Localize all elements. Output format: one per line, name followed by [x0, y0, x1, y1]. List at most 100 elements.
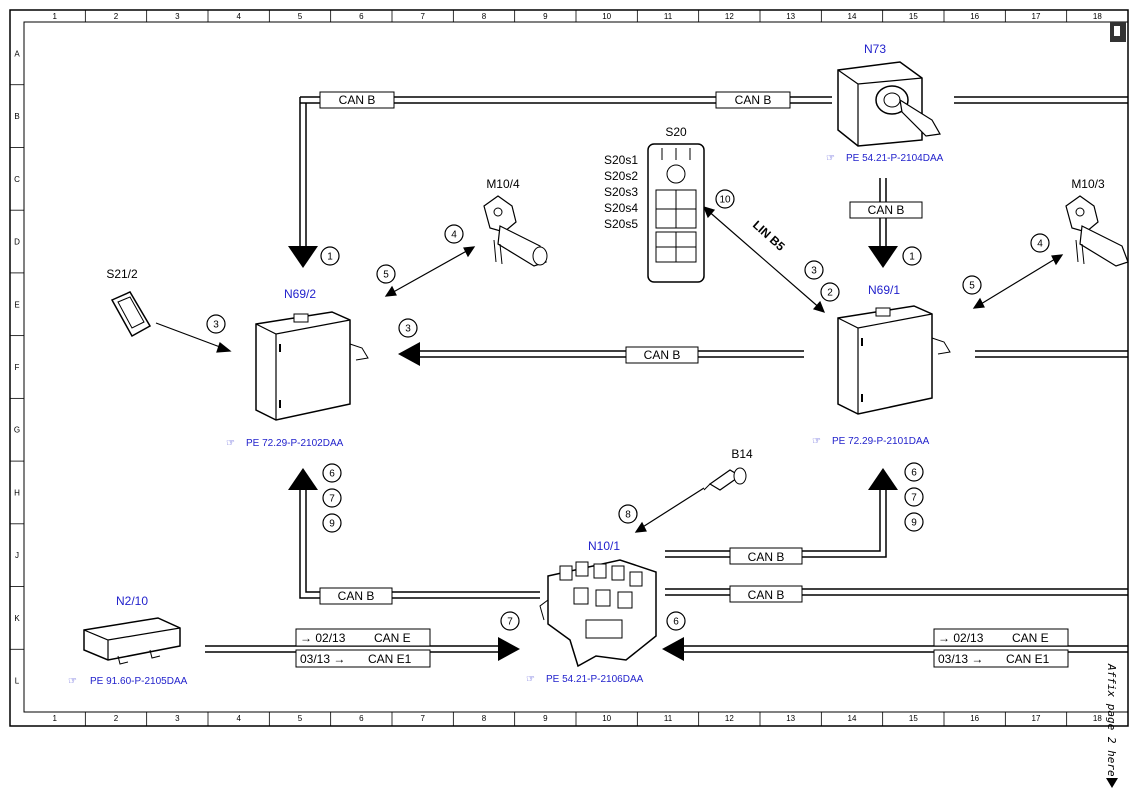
grid-column-label: 1 [52, 12, 57, 21]
svg-text:2: 2 [827, 288, 833, 299]
grid-row-label: E [14, 300, 19, 309]
grid-column-label: 14 [848, 12, 857, 21]
s20s3-label: S20s3 [604, 185, 638, 199]
grid-row-label: G [14, 426, 20, 435]
grid-column-label: 11 [664, 714, 673, 723]
arrow-up-icon [868, 468, 898, 490]
arrow-down-icon [868, 246, 898, 268]
callout-number: 3 [804, 260, 824, 280]
grid-column-label: 5 [298, 714, 303, 723]
lin-b5-label: LIN B5 [750, 218, 788, 254]
s20s1-label: S20s1 [604, 153, 638, 167]
airbag-module-icon [83, 617, 181, 665]
grid-row-label: L [15, 677, 20, 686]
rocker-switch-icon [110, 291, 152, 338]
page-ref-left-02-13: → 02/13 [300, 631, 346, 645]
grid-column-label: 15 [909, 714, 918, 723]
corner-tab-icon [1110, 22, 1126, 42]
grid-row-label: D [14, 238, 20, 247]
signal-arrows [155, 206, 1064, 533]
hand-pointer-icon: ☞ [226, 438, 235, 449]
s20s4-label: S20s4 [604, 201, 638, 215]
m10-3-label: M10/3 [1071, 177, 1105, 191]
n73-to-n69-1-line [868, 178, 898, 268]
n10-1-to-n69-2-line [288, 468, 540, 599]
switch-block-icon [647, 143, 705, 283]
callout-number: 6 [322, 463, 342, 483]
grid-column-label: 17 [1032, 714, 1041, 723]
svg-text:7: 7 [911, 493, 917, 504]
callout-number: 1 [902, 246, 922, 266]
motor-icon [483, 195, 548, 267]
arrow-left-icon [662, 637, 684, 661]
can-b-label-n73: CAN B [868, 203, 905, 217]
n2-10-ref-link[interactable]: ☞ PE 91.60-P-2105DAA [68, 676, 188, 687]
svg-text:6: 6 [911, 468, 917, 479]
n2-10-label: N2/10 [116, 594, 148, 608]
motor-icon [1065, 195, 1129, 267]
n10-1-to-n69-1-line [665, 468, 1128, 596]
grid-column-label: 4 [236, 12, 241, 21]
grid-column-label: 7 [420, 714, 425, 723]
callout-number: 6 [666, 611, 686, 631]
grid-column-label: 11 [664, 12, 673, 21]
grid-column-label: 9 [543, 12, 548, 21]
can-b-middle-line [398, 342, 1128, 366]
grid-column-label: 2 [114, 12, 119, 21]
n69-1-ref-link[interactable]: ☞ PE 72.29-P-2101DAA [812, 436, 930, 447]
arrow-right-icon [498, 637, 520, 661]
n73-ref-link[interactable]: ☞ PE 54.21-P-2104DAA [826, 153, 944, 164]
grid-column-label: 10 [602, 12, 611, 21]
callout-number: 4 [444, 224, 464, 244]
callout-number: 5 [962, 275, 982, 295]
b14-label: B14 [731, 447, 753, 461]
control-module-icon [255, 311, 369, 421]
page-ref-right-03-13: 03/13 → [938, 652, 983, 666]
grid-column-label: 16 [970, 12, 979, 21]
n69-2-label: N69/2 [284, 287, 316, 301]
can-b-label-lower-left: CAN B [338, 589, 375, 603]
grid-column-label: 15 [909, 12, 918, 21]
can-e-label-right: CAN E [1012, 631, 1049, 645]
n73-ref-text: PE 54.21-P-2104DAA [846, 153, 944, 164]
hand-pointer-icon: ☞ [526, 674, 535, 685]
svg-text:8: 8 [625, 510, 631, 521]
hand-pointer-icon: ☞ [68, 676, 77, 687]
svg-text:9: 9 [911, 518, 917, 529]
callout-number: 5 [376, 264, 396, 284]
grid-column-label: 3 [175, 714, 180, 723]
n10-1-ref-link[interactable]: ☞ PE 54.21-P-2106DAA [526, 674, 644, 685]
grid-column-label: 6 [359, 12, 364, 21]
callout-number: 3 [206, 314, 226, 334]
svg-text:1: 1 [909, 252, 915, 263]
callout-number: 4 [1030, 233, 1050, 253]
triangle-down-icon [1106, 778, 1118, 788]
grid-column-label: 4 [236, 714, 241, 723]
svg-text:9: 9 [329, 519, 335, 530]
grid-row-label: F [15, 363, 20, 372]
grid-column-label: 14 [848, 714, 857, 723]
n73-label: N73 [864, 42, 886, 56]
grid-column-label: 1 [52, 714, 57, 723]
temperature-sensor-icon [703, 467, 747, 491]
n69-2-ref-text: PE 72.29-P-2102DAA [246, 438, 344, 449]
n2-10-ref-text: PE 91.60-P-2105DAA [90, 676, 188, 687]
column-grid: 1122334455667788991010111112121313141415… [52, 10, 1102, 726]
grid-column-label: 13 [786, 12, 795, 21]
svg-text:7: 7 [507, 617, 513, 628]
grid-column-label: 2 [114, 714, 119, 723]
m10-4-label: M10/4 [486, 177, 520, 191]
n69-1-ref-text: PE 72.29-P-2101DAA [832, 436, 930, 447]
svg-text:4: 4 [1037, 239, 1043, 250]
n69-2-ref-link[interactable]: ☞ PE 72.29-P-2102DAA [226, 438, 344, 449]
grid-column-label: 8 [482, 714, 487, 723]
page-ref-left-03-13: 03/13 → [300, 652, 345, 666]
s20s5-label: S20s5 [604, 217, 638, 231]
callout-number: 7 [904, 487, 924, 507]
s21-2-label: S21/2 [106, 267, 138, 281]
callout-number: 6 [904, 462, 924, 482]
can-b-label-lower-right-1: CAN B [748, 550, 785, 564]
